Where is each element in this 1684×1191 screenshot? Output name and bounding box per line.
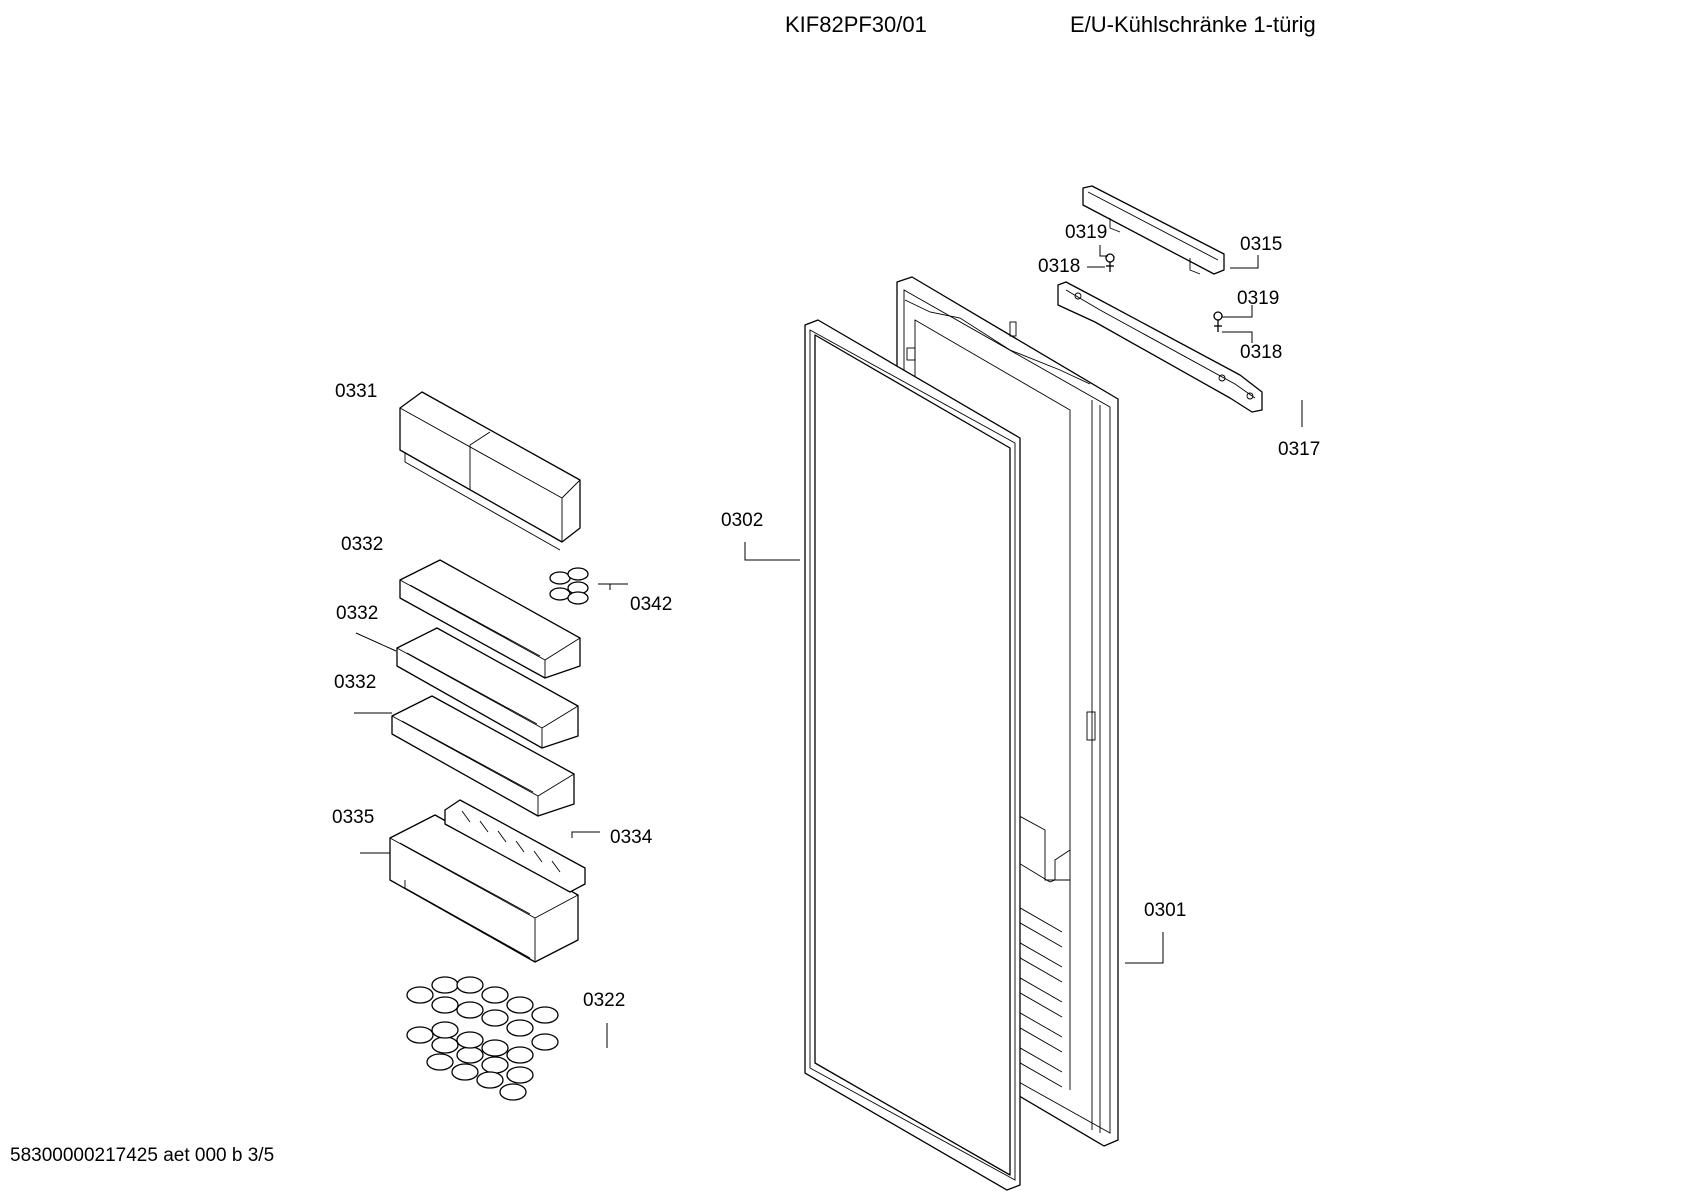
label-0319-top: 0319 xyxy=(1065,222,1107,243)
document-code: 58300000217425 aet 000 b 3/5 xyxy=(10,1145,275,1166)
door-shelf-3[interactable] xyxy=(391,695,575,817)
label-0331: 0331 xyxy=(335,381,377,402)
butter-compartment[interactable] xyxy=(399,391,581,551)
label-0332-1: 0332 xyxy=(341,534,383,555)
door-shelf-1[interactable] xyxy=(399,559,581,679)
label-0302: 0302 xyxy=(721,510,763,531)
label-0332-2: 0332 xyxy=(336,603,378,624)
bottle-shelf[interactable] xyxy=(389,814,579,963)
label-0322: 0322 xyxy=(583,990,625,1011)
label-0319-right: 0319 xyxy=(1237,288,1279,309)
bottle-holder-insert[interactable] xyxy=(444,799,586,893)
leader-lines xyxy=(354,245,1303,1048)
product-description: E/U-Kühlschränke 1-türig xyxy=(1070,12,1316,37)
label-0318-top: 0318 xyxy=(1038,256,1080,277)
hinge-bracket[interactable] xyxy=(1057,281,1263,413)
label-0334: 0334 xyxy=(610,827,653,848)
label-0342: 0342 xyxy=(630,594,672,615)
screw-right[interactable] xyxy=(1213,311,1223,332)
hinge-cover[interactable] xyxy=(1082,185,1225,275)
door-shelf-2[interactable] xyxy=(396,627,579,749)
label-0335: 0335 xyxy=(332,807,374,828)
screw-top[interactable] xyxy=(1105,253,1115,272)
door-gasket[interactable] xyxy=(804,319,1021,1191)
label-0301: 0301 xyxy=(1144,900,1186,921)
model-number: KIF82PF30/01 xyxy=(785,12,927,37)
egg-holder-small[interactable] xyxy=(549,567,589,605)
egg-tray[interactable] xyxy=(406,976,559,1101)
part-labels: 0302 0301 0315 0317 0319 0318 0319 0318 … xyxy=(332,222,1320,1011)
label-0317: 0317 xyxy=(1278,439,1320,460)
label-0332-3: 0332 xyxy=(334,672,376,693)
label-0318-right: 0318 xyxy=(1240,342,1282,363)
label-0315: 0315 xyxy=(1240,234,1282,255)
